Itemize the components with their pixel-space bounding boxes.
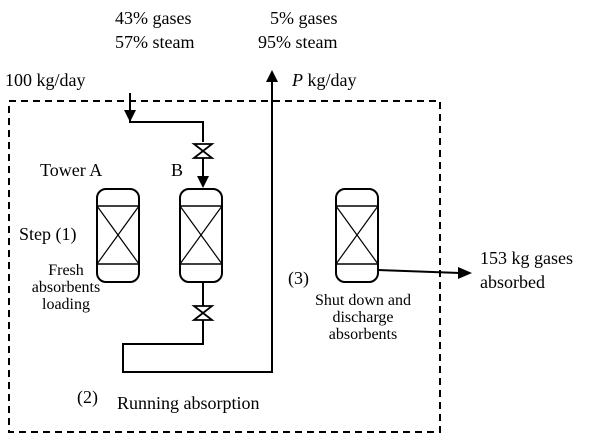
feed-composition-steam: 57% steam (115, 32, 195, 52)
output-gases-absorbed: 153 kg gases (480, 248, 573, 268)
tower-c-desc-line: discharge (332, 309, 394, 326)
tower-b-vessel (179, 188, 223, 283)
product-line (122, 80, 273, 373)
product-composition-gases: 5% gases (270, 8, 338, 28)
feed-arrow-head (124, 110, 136, 122)
tower-b-label: B (171, 160, 184, 180)
product-arrow-head (266, 70, 278, 82)
tower-b-inlet-arrow-head (197, 176, 209, 188)
step-1-label: Step (1) (19, 224, 77, 244)
feed-rate: 100 kg/day (5, 70, 86, 90)
tower-a-vessel (96, 188, 140, 283)
tower-c-vessel (335, 188, 379, 283)
product-rate-variable: P (292, 70, 303, 90)
tower-a-description: Fresh absorbents loading (16, 262, 116, 313)
step-2-number: (2) (77, 387, 98, 407)
valve-icon (191, 143, 215, 159)
system-boundary (8, 100, 441, 433)
output-absorbed: absorbed (480, 272, 545, 292)
feed-composition-gases: 43% gases (115, 8, 192, 28)
tower-a-desc-line: absorbents (31, 279, 101, 296)
tower-a-label: Tower A (40, 160, 103, 180)
product-rate-unit: kg/day (303, 70, 357, 90)
tower-a-desc-line: loading (42, 296, 90, 313)
tower-a-desc-line: Fresh (48, 262, 84, 279)
discharge-line (377, 269, 461, 274)
tower-c-desc-line: absorbents (328, 326, 398, 343)
feed-line (129, 93, 204, 142)
tower-c-desc-line: Shut down and (315, 292, 411, 309)
tower-c-description: Shut down and discharge absorbents (293, 292, 433, 343)
product-composition-steam: 95% steam (258, 32, 338, 52)
step-3-number: (3) (288, 268, 309, 288)
step-2-description: Running absorption (117, 393, 260, 413)
valve-icon (191, 305, 215, 321)
product-rate: P kg/day (292, 70, 357, 90)
discharge-arrow-head (458, 267, 472, 279)
